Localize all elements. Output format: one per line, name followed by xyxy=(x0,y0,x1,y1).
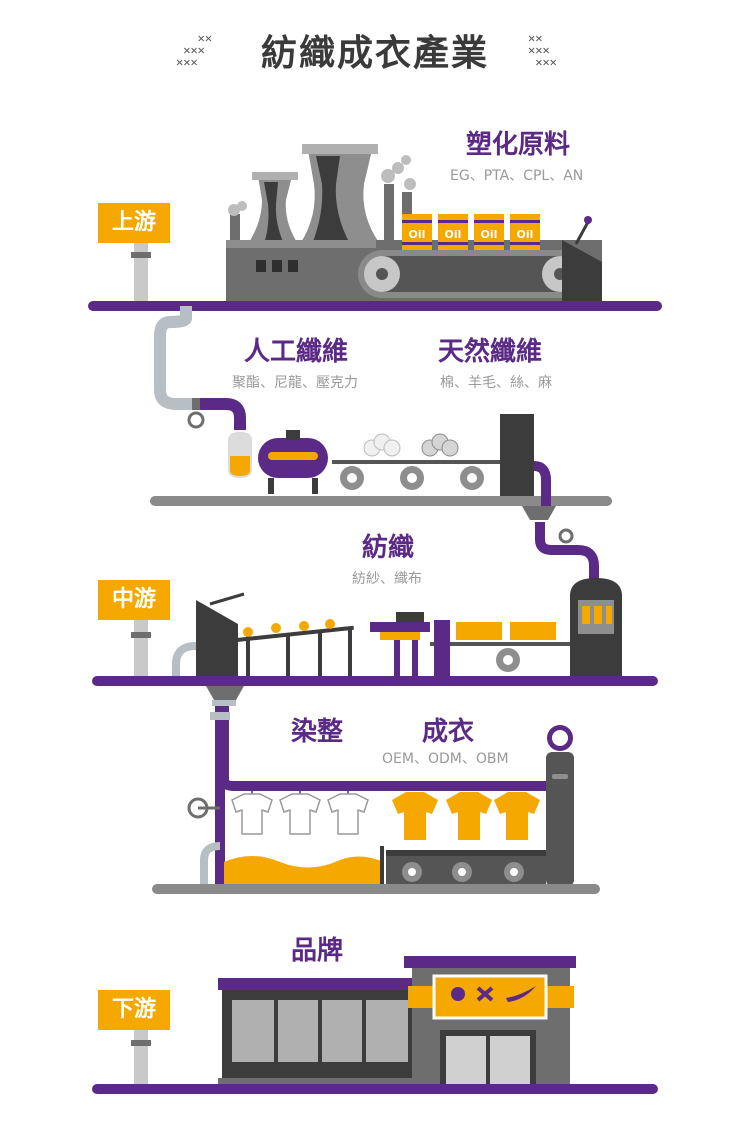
weaving-machine xyxy=(196,600,238,680)
garment-title: 成衣 xyxy=(422,717,475,747)
cooling-towers-icon xyxy=(248,144,380,244)
barrel-label: Oil xyxy=(517,228,534,241)
textile-title: 紡織 xyxy=(362,533,415,563)
transfer-pipe xyxy=(154,306,246,430)
cross-pattern-right-icon: ✕✕ ✕✕✕ ✕✕✕ xyxy=(528,31,557,69)
storefront-right xyxy=(404,956,576,1086)
garment-subtitle: OEM、ODM、OBM xyxy=(382,751,509,767)
spinning-machine xyxy=(570,578,622,678)
fiber-conveyor xyxy=(332,460,502,464)
yellow-shirts xyxy=(392,792,540,840)
brand-title: 品牌 xyxy=(291,936,344,966)
brand-logos-icon xyxy=(451,986,536,1002)
dye-vat xyxy=(224,856,384,886)
storefront-left xyxy=(218,978,414,1086)
page-title: 紡織成衣產業 xyxy=(260,33,489,74)
oil-barrels xyxy=(402,214,540,250)
yarn-spools xyxy=(456,622,556,640)
fan-icon xyxy=(552,730,568,746)
raw-materials-subtitle: EG、PTA、CPL、AN xyxy=(450,168,584,184)
hanger-rail xyxy=(219,706,546,791)
conveyor-rollers xyxy=(340,466,484,490)
natural-fiber-subtitle: 棉、羊毛、絲、麻 xyxy=(440,375,552,391)
downstream-post xyxy=(134,1028,148,1086)
dyeing-floor xyxy=(152,884,600,894)
downstream-floor xyxy=(92,1084,658,1094)
dyeing-title: 染整 xyxy=(291,717,344,747)
upstream-floor xyxy=(88,301,662,311)
valve-icon xyxy=(558,528,574,544)
sewing-machine-icon xyxy=(370,612,450,678)
man-made-fiber-title: 人工纖維 xyxy=(244,337,349,367)
upstream-post xyxy=(134,240,148,302)
white-shirts xyxy=(231,786,369,835)
midstream-floor xyxy=(92,676,658,686)
reactor-vessel xyxy=(258,430,328,494)
textile-subtitle: 紡紗、織布 xyxy=(352,571,422,587)
stage-badge-downstream: 下游 xyxy=(98,990,170,1030)
factory-windows xyxy=(256,260,298,272)
valve-icon xyxy=(187,411,205,429)
barrel-label: Oil xyxy=(409,228,426,241)
hopper xyxy=(500,414,534,496)
loom-conveyor xyxy=(234,619,354,678)
fan-tower xyxy=(546,752,574,886)
header: ✕✕ ✕✕✕ ✕✕✕ 紡織成衣產業 ✕✕ ✕✕✕ ✕✕✕ xyxy=(0,18,750,78)
man-made-fiber-subtitle: 聚酯、尼龍、壓克力 xyxy=(232,375,358,391)
cotton-fiber-icon xyxy=(363,433,459,457)
barrel-label: Oil xyxy=(481,228,498,241)
midstream-post xyxy=(134,620,148,682)
raw-materials-title: 塑化原料 xyxy=(466,130,571,160)
cross-pattern-left-icon: ✕✕ ✕✕✕ ✕✕✕ xyxy=(176,31,213,69)
spinning-pipe xyxy=(535,522,599,580)
barrel-label: Oil xyxy=(445,228,462,241)
natural-fiber-title: 天然纖維 xyxy=(438,337,543,367)
garment-conveyor xyxy=(386,850,546,856)
stage-badge-midstream: 中游 xyxy=(98,580,170,620)
stage-badge-upstream: 上游 xyxy=(98,203,170,243)
fiber-floor xyxy=(150,496,612,506)
